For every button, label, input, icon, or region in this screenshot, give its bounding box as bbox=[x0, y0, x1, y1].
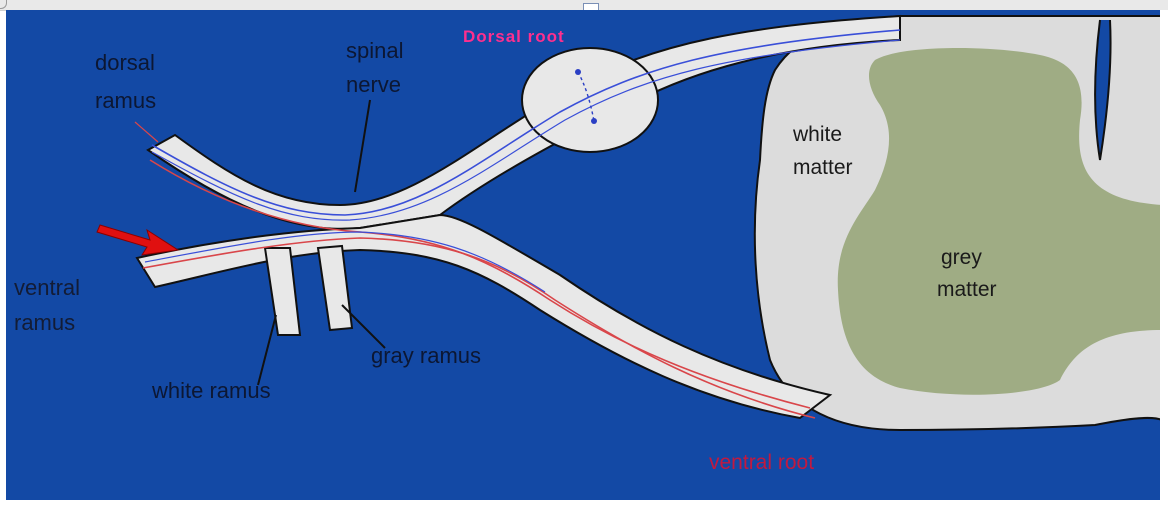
gray-ramus-label: gray ramus bbox=[371, 343, 481, 369]
spinal-nerve-diagram: Dorsal root spinal nerve dorsal ramus ve… bbox=[6, 10, 1168, 500]
spinal-nerve-label-line2: nerve bbox=[346, 72, 401, 98]
grey-matter-label-line1: grey bbox=[941, 245, 982, 271]
spinal-nerve-label-line1: spinal bbox=[346, 38, 403, 64]
diagram-svg bbox=[6, 10, 1168, 500]
dorsal-ramus-label-line2: ramus bbox=[95, 88, 156, 114]
red-arrow bbox=[97, 225, 178, 255]
spinal-nerve-leader bbox=[355, 100, 370, 192]
white-matter-label-line1: white bbox=[793, 122, 842, 148]
right-margin-strip bbox=[1160, 10, 1168, 500]
dorsal-root-label: Dorsal root bbox=[463, 24, 565, 50]
white-ramus-leader bbox=[258, 315, 276, 385]
ventral-root-label: ventral root bbox=[709, 450, 814, 476]
dorsal-ramus-label-line1: dorsal bbox=[95, 50, 155, 76]
ventral-ramus-label-line2: ramus bbox=[14, 310, 75, 336]
white-matter-label-line2: matter bbox=[793, 155, 853, 181]
white-ramus-label: white ramus bbox=[152, 378, 271, 404]
gray-ramus-stub bbox=[318, 246, 352, 330]
ventral-ramus-label-line1: ventral bbox=[14, 275, 80, 301]
dorsal-root-ganglion bbox=[522, 48, 658, 152]
dorsal-ramus-leader bbox=[135, 122, 158, 142]
white-ramus-stub bbox=[265, 248, 300, 335]
grey-matter-label-line2: matter bbox=[937, 277, 997, 303]
